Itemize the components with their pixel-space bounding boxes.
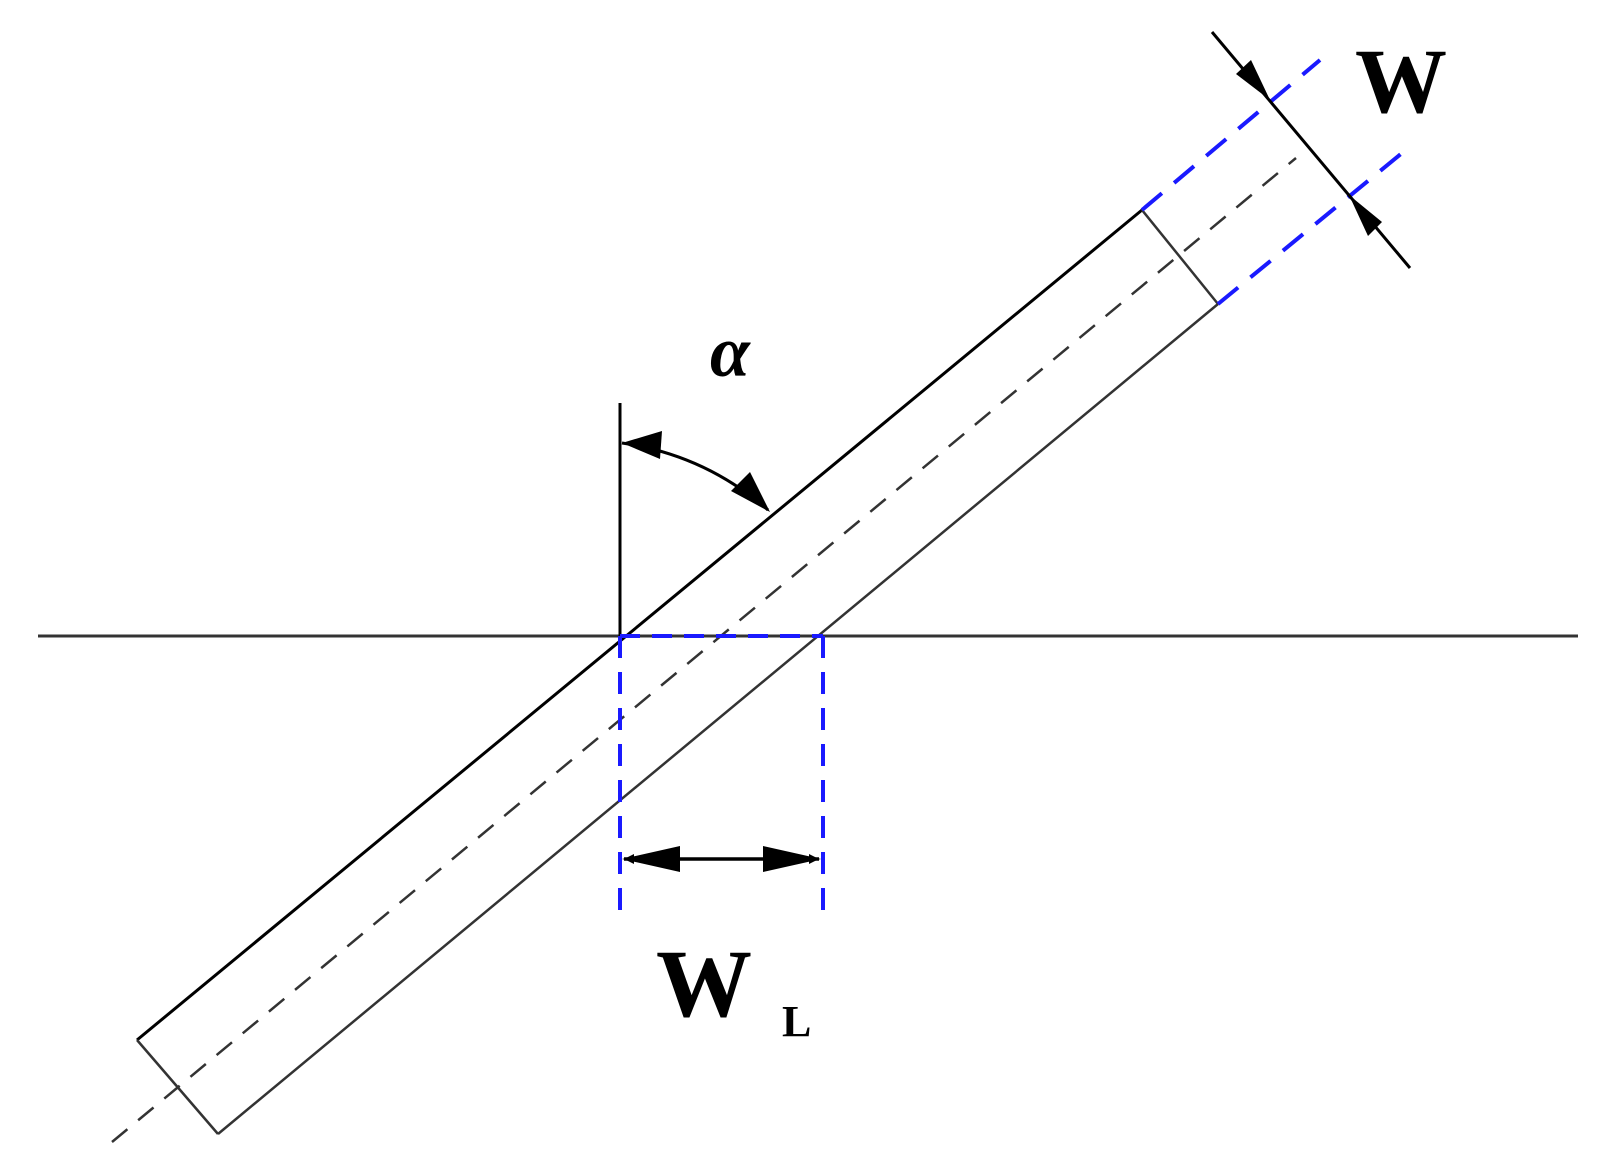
width-label: W — [1355, 30, 1447, 132]
projected-width-label: W — [656, 930, 752, 1037]
projected-width-subscript: L — [782, 997, 811, 1046]
width-arrow-top — [1236, 60, 1270, 100]
strip-upper-edge — [136, 208, 1143, 1042]
projected-width-arrow-right — [763, 846, 821, 872]
width-arrow-bottom — [1349, 195, 1382, 236]
angle-arrow-left — [622, 431, 662, 459]
angle-label: α — [710, 312, 751, 392]
width-extension-upper — [1140, 58, 1322, 212]
angle-arrow-right — [731, 472, 770, 512]
strip-lower-edge — [217, 303, 1219, 1135]
projected-width-arrow-left — [622, 846, 680, 872]
strip-top-end — [1141, 209, 1219, 305]
strip-centerline — [111, 157, 1297, 1143]
